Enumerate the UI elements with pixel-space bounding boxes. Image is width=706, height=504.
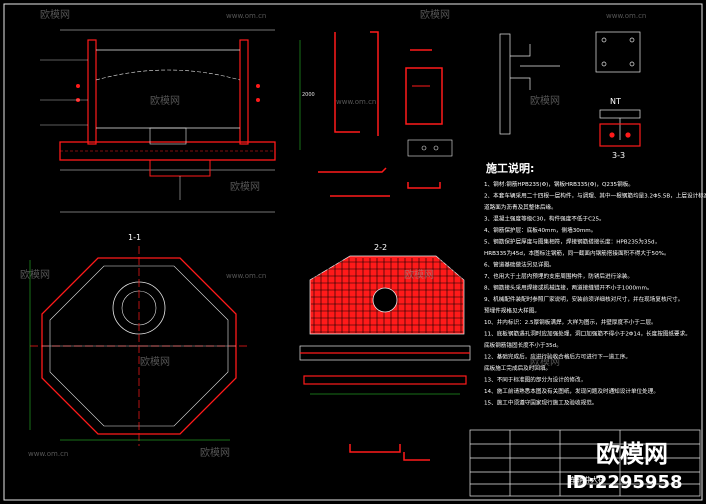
watermark-url-1: www.om.cn (226, 12, 266, 20)
notes-title: 施工说明: (486, 161, 534, 175)
watermark-brand-5: 欧模网 (230, 181, 260, 193)
construction-notes: 施工说明: 1、钢材:钢筋HPB235(Φ)，钢板HRB335(Φ)，Q235钢… (484, 161, 706, 407)
big-watermark-id: ID:2295958 (566, 472, 683, 493)
watermark-brand-4: 欧模网 (530, 95, 560, 107)
base-slab-mesh (299, 255, 471, 461)
note-line: 底板施工完成后及时回填。 (484, 364, 551, 372)
watermark-strip: 欧模网 www.om.cn 欧模网 www.om.cn 欧模网 欧模网 www.… (20, 9, 646, 459)
note-line: 8、钢筋接头采用焊接或机械连接，两道接缝错开不小于1000mm。 (484, 284, 653, 292)
note-line: 15、施工中须遵守国家现行施工及验收规范。 (484, 399, 597, 407)
note-line: 10、井内标识：2.5厚钢板满焊，大样为图示，井壁厚度不小于二层。 (484, 318, 657, 326)
elevation-section: 2000 (40, 29, 315, 213)
section-2-label: 2-2 (374, 243, 387, 252)
title-block (469, 429, 701, 497)
note-line: 12、基础完成后，应进行验收合格后方可进行下一道工序。 (484, 353, 631, 361)
watermark-brand-1: 欧模网 (40, 9, 70, 21)
big-watermark-brand: 欧模网 (596, 440, 668, 468)
note-line: 底板钢筋锚固长度不小于35d。 (484, 341, 562, 349)
note-line: 3、混凝土强度等级C30，构件强度不低于C25。 (484, 215, 605, 223)
watermark-url-2: www.om.cn (606, 12, 646, 20)
watermark-brand-7: 欧模网 (404, 269, 434, 281)
note-line: 13、不同于标准图的部分为设计的修改， (484, 376, 586, 384)
title-block-name: 车辆井大样 (570, 475, 605, 484)
note-line: 预埋件规格见大样图。 (484, 307, 540, 315)
note-line: 4、钢筋保护层：底板40mm，侧墙30mm。 (484, 226, 596, 234)
note-line: 9、机械配件装配时参照厂家说明，安装前须详细核对尺寸，并在现场复核尺寸。 (484, 295, 683, 303)
watermark-brand-3: 欧模网 (150, 95, 180, 107)
section-1-label: 1-1 (128, 233, 141, 242)
note-line: 2、本套车辆采用二十四根一层构件，与调理、其中一根钢筋均是3.2Φ5.5B，上层… (484, 192, 706, 200)
watermark-brand-2: 欧模网 (420, 9, 450, 21)
octagon-plan (29, 246, 250, 446)
watermark-brand-10: 欧模网 (200, 447, 230, 459)
note-line: HRB335为45d，本图标注钢筋，同一截面内钢筋搭接面积不得大于50%。 (484, 249, 670, 257)
watermark-brand-8: 欧模网 (140, 356, 170, 368)
svg-text:2000: 2000 (302, 92, 315, 98)
watermark-url-4: www.om.cn (226, 272, 266, 280)
watermark-brand-6: 欧模网 (20, 269, 50, 281)
section-3-label: 3-3 (612, 151, 625, 160)
note-line: 6、管道基础做法另见详图。 (484, 261, 555, 269)
note-line: 1、钢材:钢筋HPB235(Φ)，钢板HRB335(Φ)，Q235钢板。 (484, 180, 634, 188)
note-line: 14、施工前请熟悉本图及有关图纸，发现问题及时通知设计单位处理。 (484, 387, 659, 395)
drawing-frame (3, 3, 703, 501)
nt-label: NT (610, 97, 621, 106)
rebar-details (318, 31, 443, 197)
watermark-url-5: www.om.cn (28, 450, 68, 458)
note-line: 7、也用大于土层内预埋的支座周围构件，防锈后进行涂装。 (484, 272, 633, 280)
la-detail (499, 31, 641, 140)
watermark-url-3: www.om.cn (336, 98, 376, 106)
note-line: 11、底板钢筋遇孔洞时应加强处理，洞口加强筋不得小于2Φ14，长度按图纸要求。 (484, 330, 691, 338)
note-line: 5、钢筋保护层厚度与图集相符，焊接钢筋搭接长度：HPB235为35d， (484, 238, 660, 246)
note-line: 道路面为沥青及其整体后缘。 (484, 203, 557, 211)
watermark-brand-9: 欧模网 (530, 356, 560, 368)
